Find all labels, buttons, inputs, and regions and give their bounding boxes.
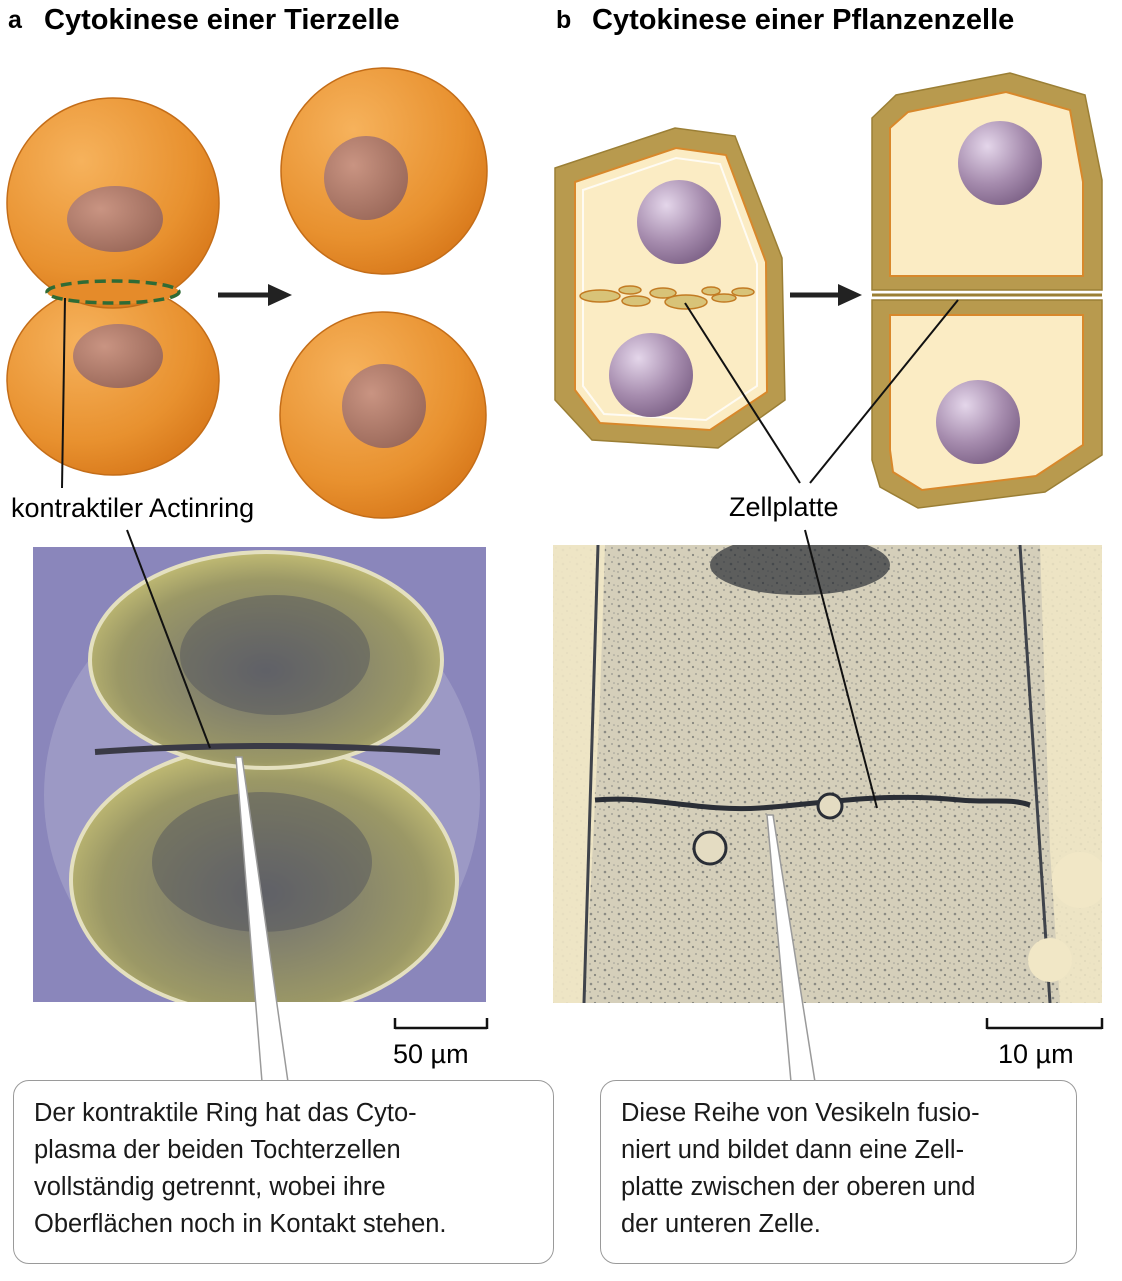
callout-a-line-1: Der kontraktile Ring hat das Cyto- xyxy=(34,1099,417,1127)
scale-bar-a-label: 50 µm xyxy=(393,1039,469,1069)
callout-a-line-3: vollständig getrennt, wobei ihre xyxy=(34,1173,386,1201)
plant-nucleus-bottom xyxy=(609,333,693,417)
plant-daughter-cells xyxy=(871,72,1103,509)
callout-b-line-3: platte zwischen der oberen und xyxy=(621,1173,976,1201)
contractile-ring xyxy=(45,279,181,305)
panel-a-title: Cytokinese einer Tierzelle xyxy=(44,4,400,36)
callout-b-line-4: der unteren Zelle. xyxy=(621,1210,821,1238)
animal-nucleus-bottom xyxy=(73,324,163,388)
animal-dividing-cell xyxy=(6,97,220,476)
daughter-nucleus-top xyxy=(324,136,408,220)
callout-a-line-4: Oberflächen noch in Kontakt stehen. xyxy=(34,1210,447,1238)
plant-nucleus-top xyxy=(637,180,721,264)
callout-b-line-2: niert und bildet dann eine Zell- xyxy=(621,1136,965,1164)
daughter-nucleus-bottom xyxy=(342,364,426,448)
vesicle-row xyxy=(579,285,755,310)
scale-bar-b xyxy=(985,1018,1104,1030)
callout-b-line-1: Diese Reihe von Vesikeln fusio- xyxy=(621,1099,980,1127)
plant-daughter-nucleus-bottom xyxy=(936,380,1020,464)
plant-daughter-nucleus-top xyxy=(958,121,1042,205)
panel-b-letter: b xyxy=(556,6,571,34)
micrograph-plant-cell xyxy=(553,545,1102,1003)
callout-box-b: Diese Reihe von Vesikeln fusio- niert un… xyxy=(600,1080,1077,1264)
leader-lines xyxy=(61,297,959,809)
arrow-b xyxy=(790,284,862,306)
cell-plate-label: Zellplatte xyxy=(729,492,839,522)
animal-daughter-cells xyxy=(279,67,488,519)
contractile-ring-label: kontraktiler Actinring xyxy=(11,493,254,523)
arrow-a xyxy=(218,284,292,306)
animal-nucleus-top xyxy=(67,186,163,252)
scale-bar-b-label: 10 µm xyxy=(998,1039,1074,1069)
callout-box-a: Der kontraktile Ring hat das Cyto- plasm… xyxy=(13,1080,554,1264)
callout-a-line-2: plasma der beiden Tochterzellen xyxy=(34,1136,401,1164)
scale-bar-a xyxy=(393,1018,489,1030)
panel-b-title: Cytokinese einer Pflanzenzelle xyxy=(592,4,1014,36)
panel-a-letter: a xyxy=(8,6,23,34)
plant-dividing-cell xyxy=(554,127,786,449)
